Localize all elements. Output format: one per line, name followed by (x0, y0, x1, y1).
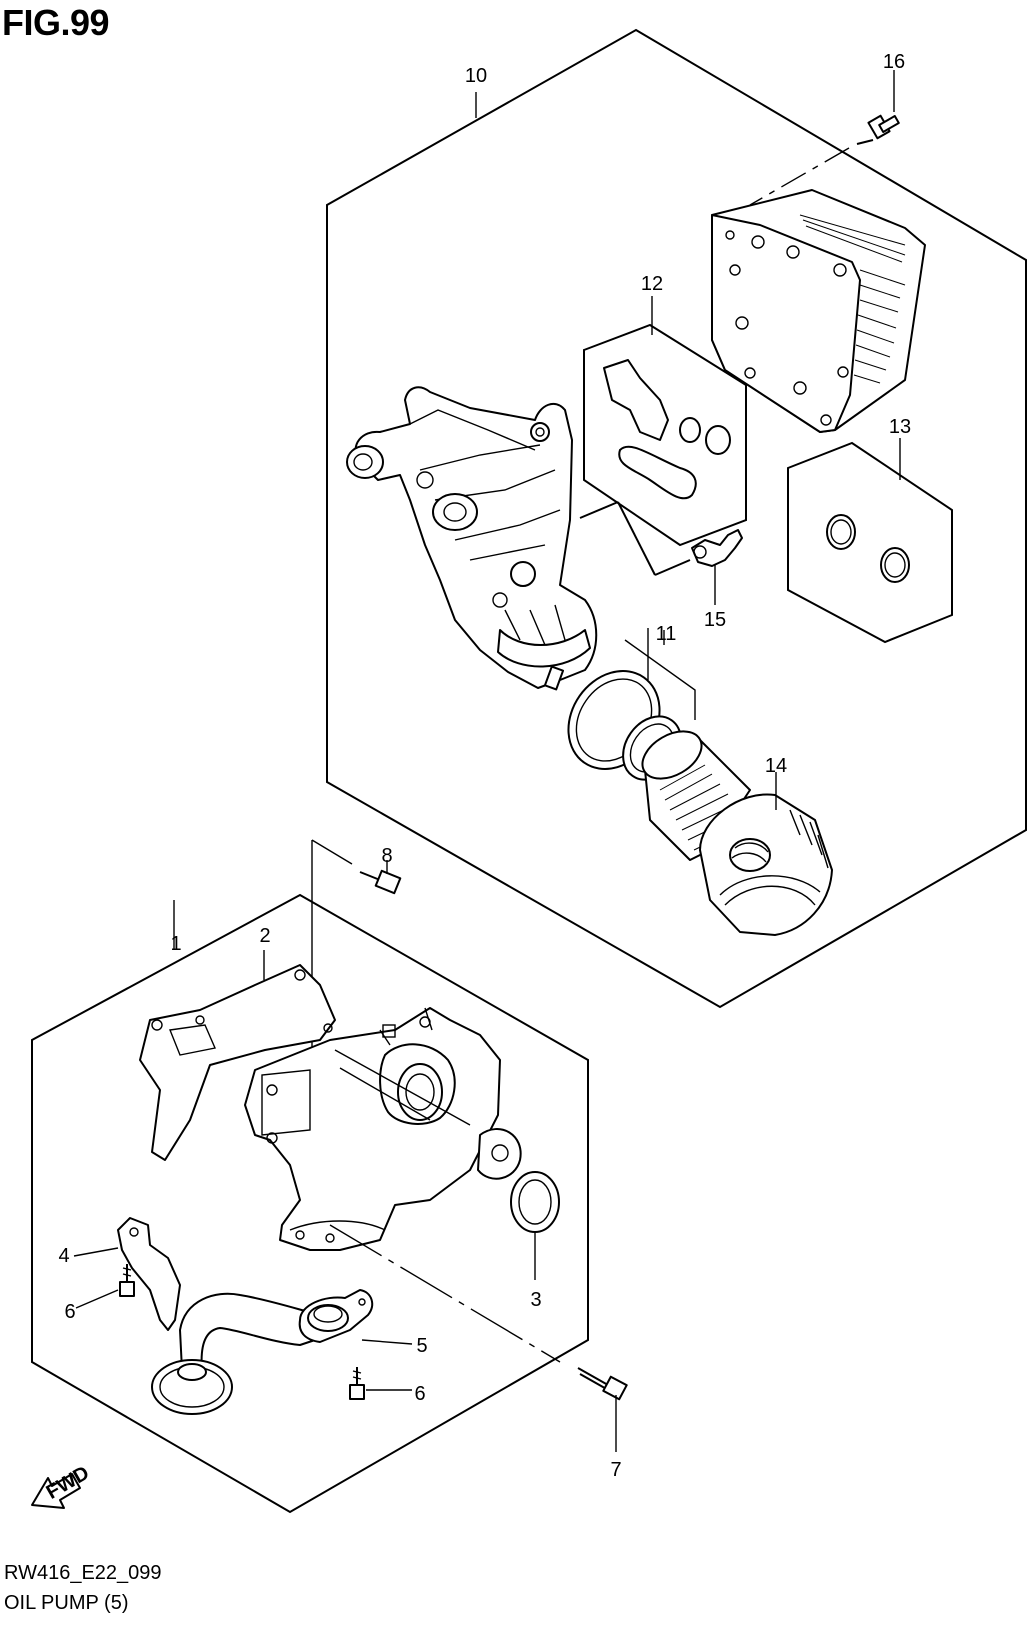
oil-seal-3 (510, 1171, 560, 1233)
bolt-16 (856, 114, 900, 145)
callout-16: 16 (883, 51, 905, 73)
bolt-8 (359, 869, 402, 895)
leader-lines (73, 70, 901, 1452)
callout-15: 15 (704, 609, 726, 631)
callout-6b: 6 (414, 1383, 425, 1405)
gasket-2 (139, 964, 336, 1161)
gasket-set-frame-12 (583, 323, 747, 547)
oil-cooler (711, 189, 926, 433)
callout-4: 4 (58, 1245, 69, 1267)
o-rings-13 (826, 514, 910, 583)
callout-12: 12 (641, 273, 663, 295)
callout-3: 3 (530, 1289, 541, 1311)
oil-strainer-4 (117, 1217, 331, 1415)
bolt-6-lower (349, 1367, 365, 1400)
oil-filter-housing (346, 386, 598, 691)
callout-1: 1 (170, 933, 181, 955)
gasket-12 (603, 359, 731, 500)
callout-7: 7 (610, 1459, 621, 1481)
diagram-code: RW416_E22_099 (4, 1562, 162, 1584)
o-ring-set-frame-13 (787, 441, 953, 644)
fwd-arrow-icon: FWD (31, 1462, 93, 1509)
bolt-6-upper (119, 1264, 135, 1297)
oil-pump-assembly-frame (31, 893, 589, 1514)
oil-cooler-assembly-frame (326, 28, 1027, 1009)
callout-2: 2 (259, 925, 270, 947)
strainer-gasket-5 (298, 1289, 374, 1343)
fwd-label: FWD (43, 1462, 93, 1504)
oil-filter-cap-14 (699, 793, 833, 936)
diagram-name: OIL PUMP (5) (4, 1592, 129, 1614)
oil-pump-body (244, 1007, 522, 1251)
callout-5: 5 (416, 1335, 427, 1357)
bolt-7 (577, 1367, 628, 1401)
figure-title: FIG.99 (2, 2, 110, 43)
callout-6a: 6 (64, 1301, 75, 1323)
oil-pressure-switch-15 (691, 529, 743, 567)
callout-13: 13 (889, 416, 911, 438)
callout-11: 11 (656, 623, 677, 645)
callout-10: 10 (465, 65, 487, 87)
callout-14: 14 (765, 755, 787, 777)
callout-8: 8 (381, 845, 392, 867)
